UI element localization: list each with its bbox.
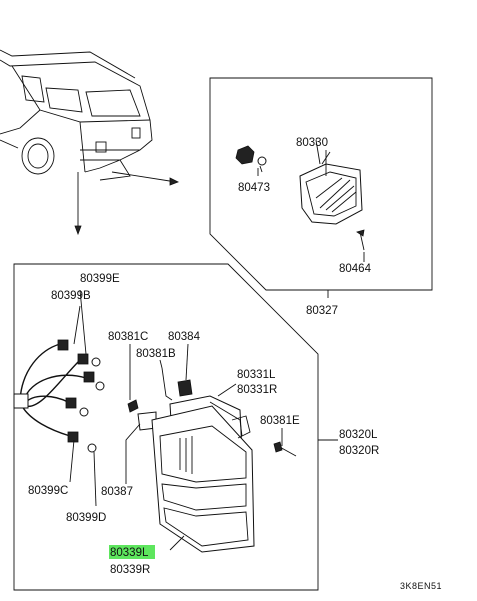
label-80384[interactable]: 80384 bbox=[168, 331, 201, 343]
label-80399E[interactable]: 80399E bbox=[80, 273, 120, 285]
label-80339L[interactable]: 80339L bbox=[110, 547, 149, 559]
diagram-code: 3K8EN51 bbox=[400, 581, 442, 591]
label-80381B[interactable]: 80381B bbox=[136, 348, 176, 360]
label-80331L[interactable]: 80331L bbox=[237, 369, 276, 381]
label-80399C[interactable]: 80399C bbox=[28, 485, 68, 497]
label-80399D[interactable]: 80399D bbox=[66, 512, 106, 524]
label-80320R[interactable]: 80320R bbox=[339, 445, 379, 457]
label-80327[interactable]: 80327 bbox=[306, 305, 338, 317]
selected-part-highlight bbox=[109, 545, 155, 559]
tail-lamp-unit bbox=[151, 395, 255, 553]
license-lamp-panel bbox=[209, 77, 433, 291]
tail-lamp-panel bbox=[13, 263, 338, 591]
label-80473[interactable]: 80473 bbox=[238, 182, 270, 194]
label-80464[interactable]: 80464 bbox=[339, 263, 372, 275]
part-labels: 80330 80473 80464 80327 80399E 80399B 80… bbox=[28, 137, 379, 576]
callout-arrows bbox=[74, 171, 179, 236]
vehicle-rear-illustration bbox=[0, 49, 153, 181]
label-80330[interactable]: 80330 bbox=[296, 137, 328, 149]
fasteners bbox=[127, 367, 297, 457]
label-80387[interactable]: 80387 bbox=[101, 486, 133, 498]
label-80399B[interactable]: 80399B bbox=[51, 290, 91, 302]
label-80381E[interactable]: 80381E bbox=[260, 415, 300, 427]
label-80320L[interactable]: 80320L bbox=[339, 429, 378, 441]
label-80331R[interactable]: 80331R bbox=[237, 384, 277, 396]
label-80339R[interactable]: 80339R bbox=[110, 564, 150, 576]
wiring-harness bbox=[13, 339, 105, 453]
leader-lines bbox=[69, 139, 365, 551]
label-80381C[interactable]: 80381C bbox=[108, 331, 148, 343]
